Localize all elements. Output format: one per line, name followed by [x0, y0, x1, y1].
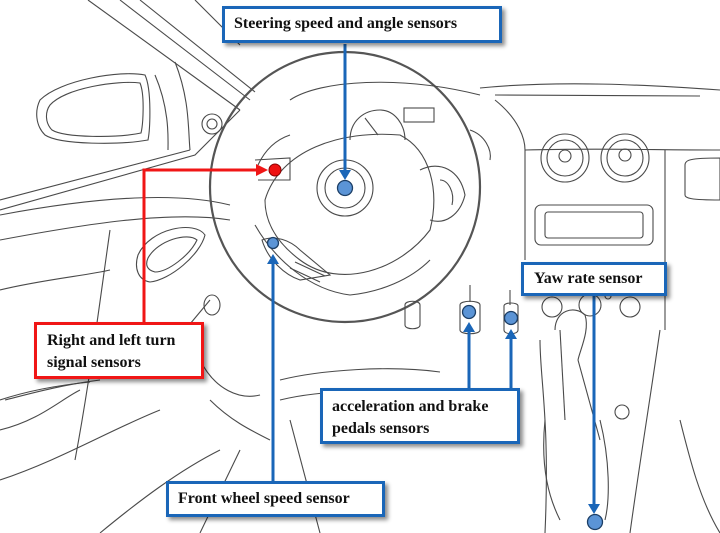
gear-shifter	[539, 309, 720, 533]
center-air-vents	[540, 133, 720, 201]
front-wheel-sensor-marker	[266, 236, 280, 250]
steering-label-text: Steering speed and angle sensors	[234, 15, 458, 32]
yaw-rate-sensor-label: Yaw rate sensor	[521, 262, 667, 296]
accelerator-pedal-sensor-marker	[461, 304, 477, 320]
brake-arrow	[505, 329, 517, 339]
yaw-rate-sensor-marker	[586, 513, 604, 531]
instrument-cluster	[289, 81, 491, 161]
turn-signal-leader-line	[142, 168, 258, 322]
front-wheel-label-text: Front wheel speed sensor	[178, 490, 350, 507]
accelerator-arrow	[463, 322, 475, 332]
hvac-controls	[541, 292, 641, 318]
front-wheel-arrow	[267, 254, 279, 264]
pedals-label-line-1: acceleration and brake	[332, 398, 489, 415]
turn-signal-label-line-2: signal sensors	[47, 354, 141, 371]
mirror-adjust-knob	[201, 113, 223, 135]
brake-pedal-sensor-marker	[503, 310, 519, 326]
turn-signal-sensors-label: Right and left turn signal sensors	[34, 322, 204, 379]
steering-sensors-label: Steering speed and angle sensors	[222, 6, 502, 43]
pedals	[404, 285, 519, 335]
turn-signal-sensor-marker	[268, 163, 282, 177]
turn-signal-arrow	[256, 164, 268, 176]
front-wheel-speed-sensor-label: Front wheel speed sensor	[166, 481, 385, 517]
steering-sensor-marker	[336, 179, 354, 197]
steering-arrow	[339, 170, 351, 180]
pedals-label-line-2: pedals sensors	[332, 420, 430, 437]
yaw-arrow	[588, 504, 600, 514]
side-mirror	[36, 73, 151, 144]
radio-unit	[534, 204, 654, 246]
yaw-label-text: Yaw rate sensor	[534, 270, 643, 287]
turn-signal-label-line-1: Right and left turn	[47, 332, 176, 349]
pedal-sensors-label: acceleration and brake pedals sensors	[320, 388, 520, 444]
windshield-frame	[0, 0, 256, 211]
door-panel	[0, 197, 231, 533]
